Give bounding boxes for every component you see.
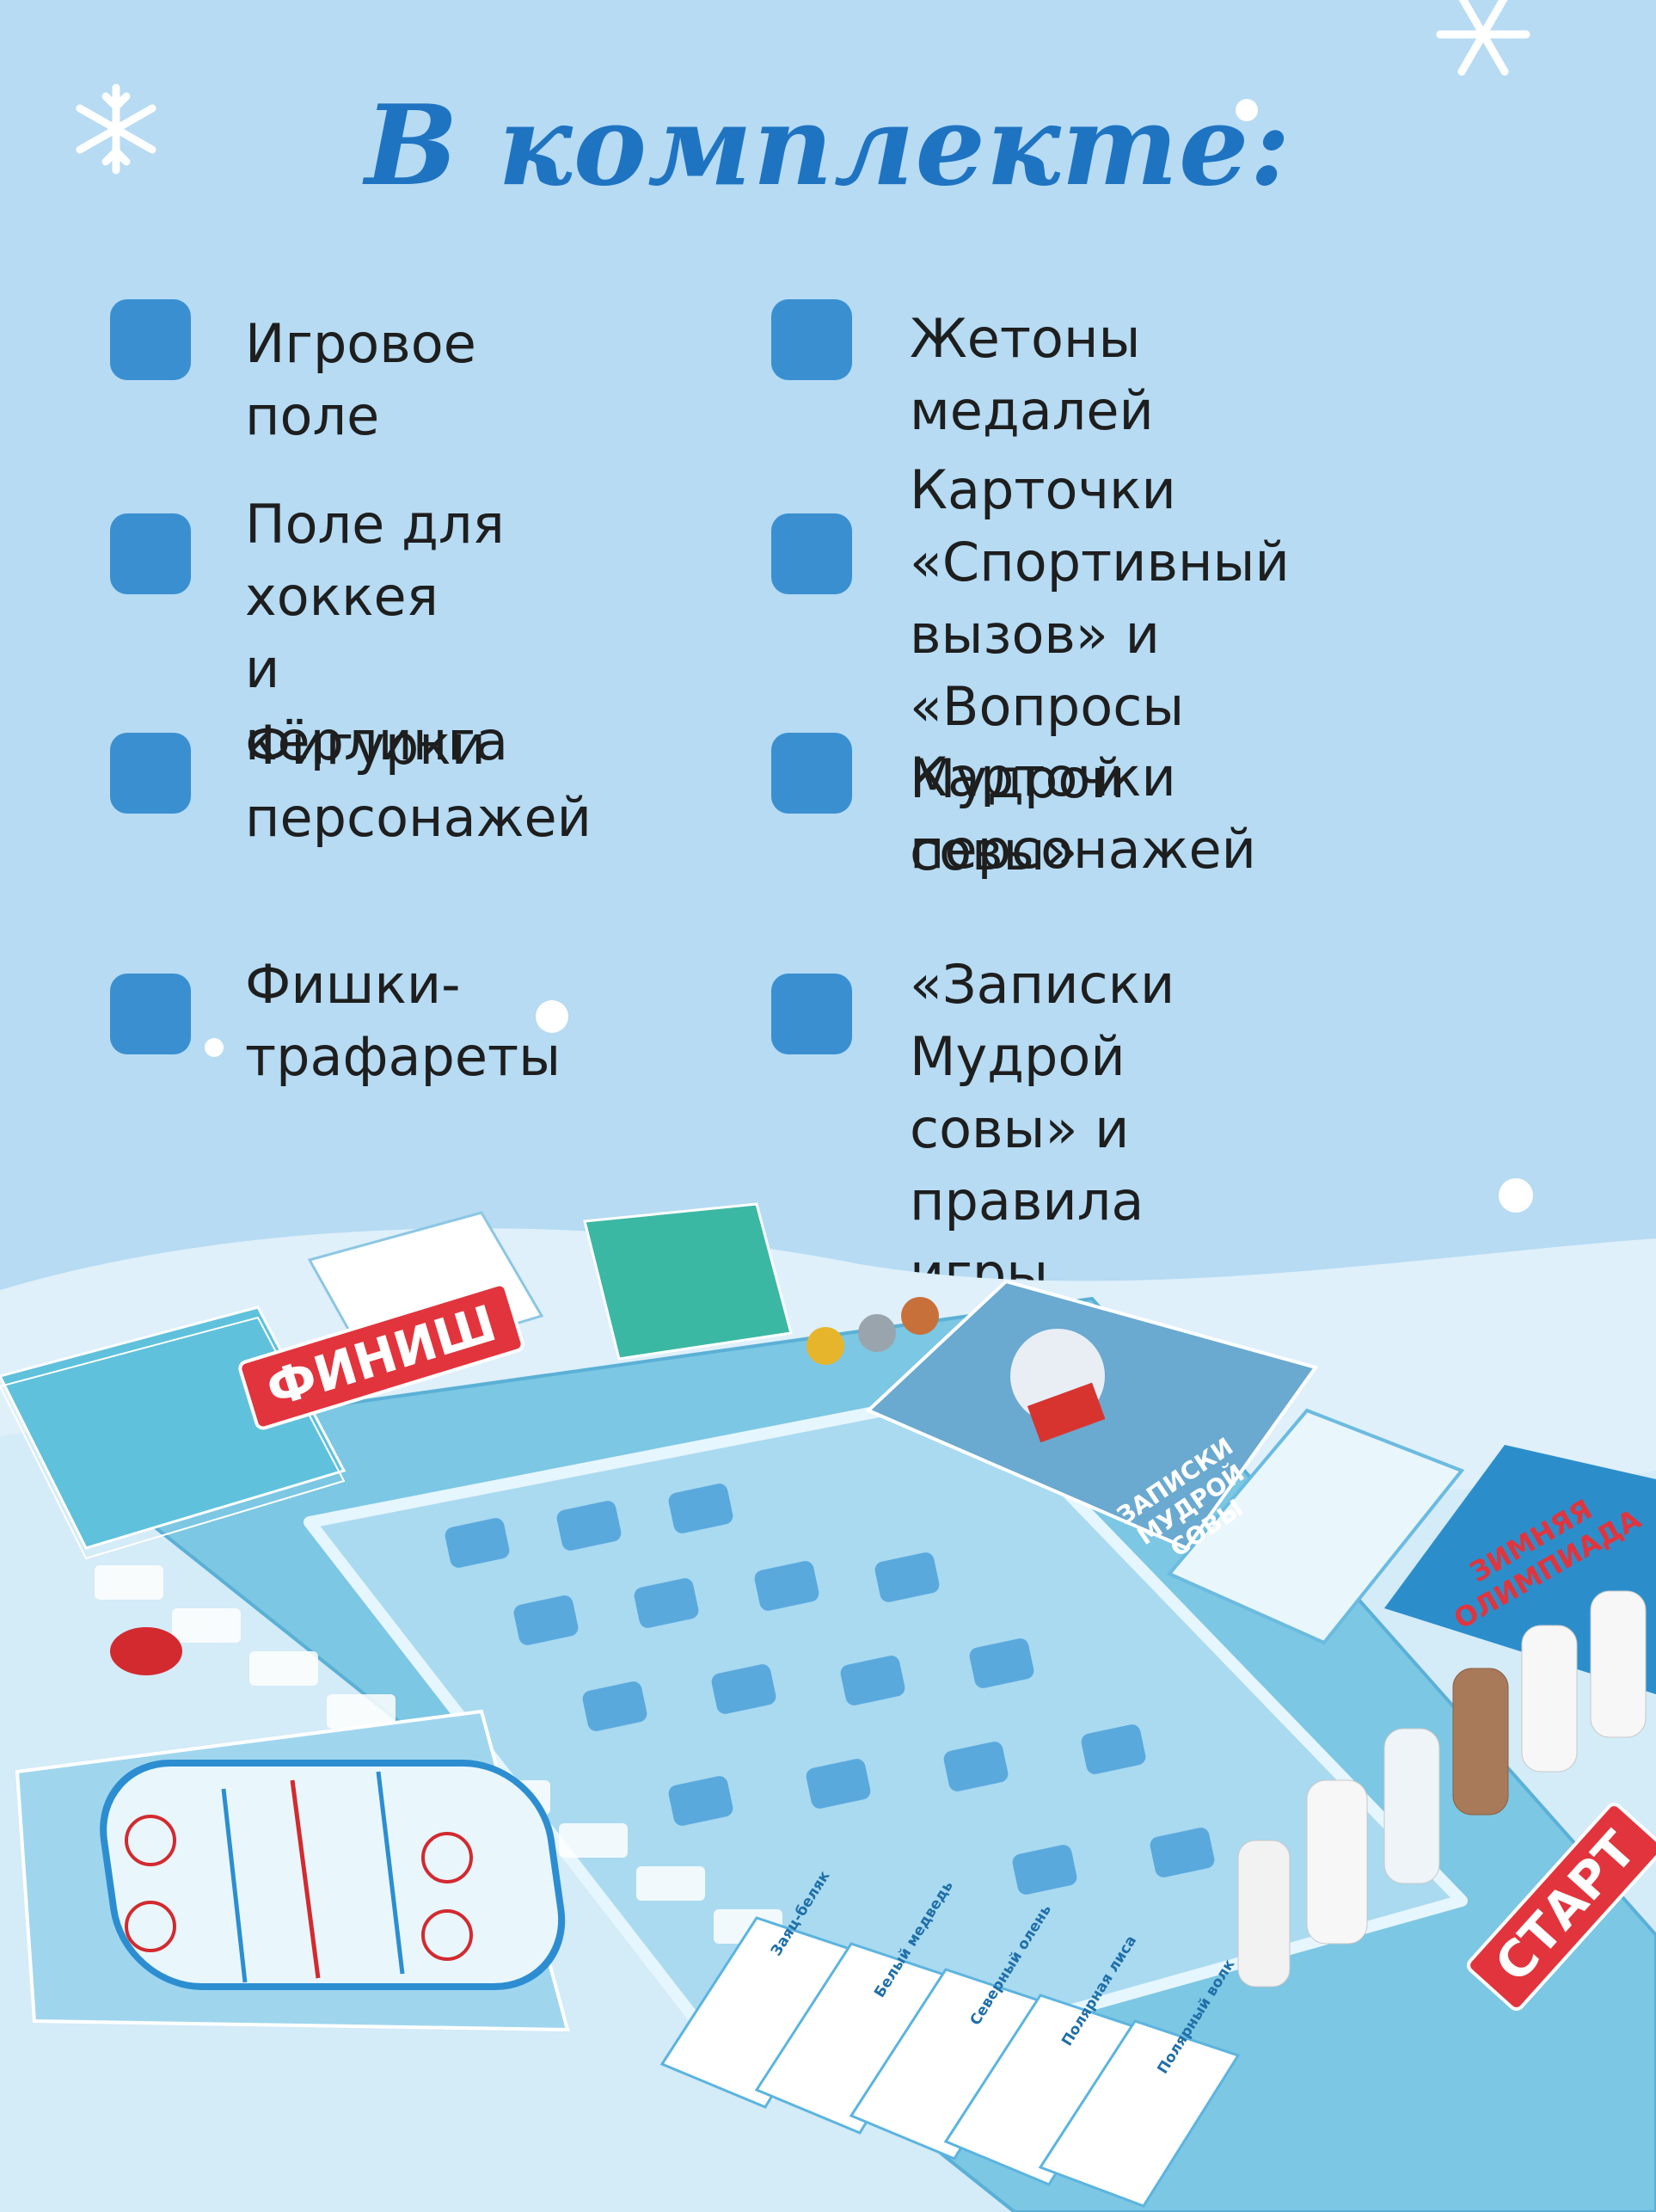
ice-rink xyxy=(304,1387,1468,2104)
animal-cards xyxy=(659,1916,1241,2208)
medal-token xyxy=(901,1297,939,1335)
checkbox-icon xyxy=(771,513,852,594)
character-cards xyxy=(1166,1408,1465,1645)
character-figurines xyxy=(1237,1590,1647,1988)
card-stack-green xyxy=(583,1202,793,1361)
medal-token xyxy=(807,1327,844,1365)
snow-dot xyxy=(205,1038,224,1057)
snowflake-icon xyxy=(1436,0,1530,76)
snowflake-icon xyxy=(76,83,156,175)
snow-dot xyxy=(1236,99,1258,121)
game-components-illustration xyxy=(0,1202,1656,2212)
checkbox-icon xyxy=(771,733,852,814)
item-label: Поле для хоккея и кёрлинга xyxy=(245,493,508,772)
checkbox-icon xyxy=(110,733,191,814)
checkbox-icon xyxy=(110,974,191,1054)
snow-dot xyxy=(1499,1178,1533,1213)
item-label: Фишки- трафареты xyxy=(245,953,561,1088)
item-label: Карточки «Спортивный вызов» и «Вопросы М… xyxy=(910,458,1290,882)
board-tiles xyxy=(445,1484,1215,1895)
item-label: Карточки персонажей xyxy=(910,746,1256,881)
item-label: Фигурки персонажей xyxy=(245,714,592,849)
item-label: Игровое поле xyxy=(245,312,476,447)
checkbox-icon xyxy=(110,513,191,594)
snow-dot xyxy=(536,1000,568,1033)
game-box xyxy=(1384,1445,1656,1694)
item-label: Жетоны медалей xyxy=(910,307,1154,442)
checkbox-icon xyxy=(110,299,191,380)
chip-stack xyxy=(110,1627,182,1675)
checkbox-icon xyxy=(771,974,852,1054)
medal-token xyxy=(858,1314,896,1352)
checkbox-icon xyxy=(771,299,852,380)
page-title: В комплекте: xyxy=(365,82,1291,211)
item-label: «Записки Мудрой совы» и правила игры xyxy=(910,953,1175,1305)
